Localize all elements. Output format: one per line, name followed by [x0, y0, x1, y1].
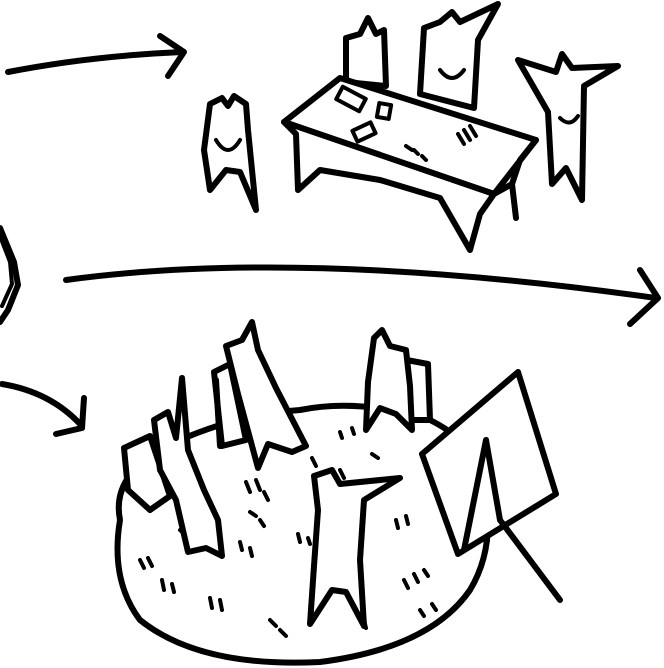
arrow-middle — [66, 268, 658, 324]
chair-right — [518, 54, 618, 200]
arrow-bottom — [2, 384, 84, 434]
round-table-scene — [118, 322, 561, 663]
chair-back-1 — [346, 18, 386, 86]
table-scene — [204, 4, 618, 250]
chair-left — [204, 96, 256, 210]
chair-back-2 — [420, 4, 498, 108]
arrow-top — [8, 36, 184, 76]
left-edge-shape — [0, 228, 18, 322]
